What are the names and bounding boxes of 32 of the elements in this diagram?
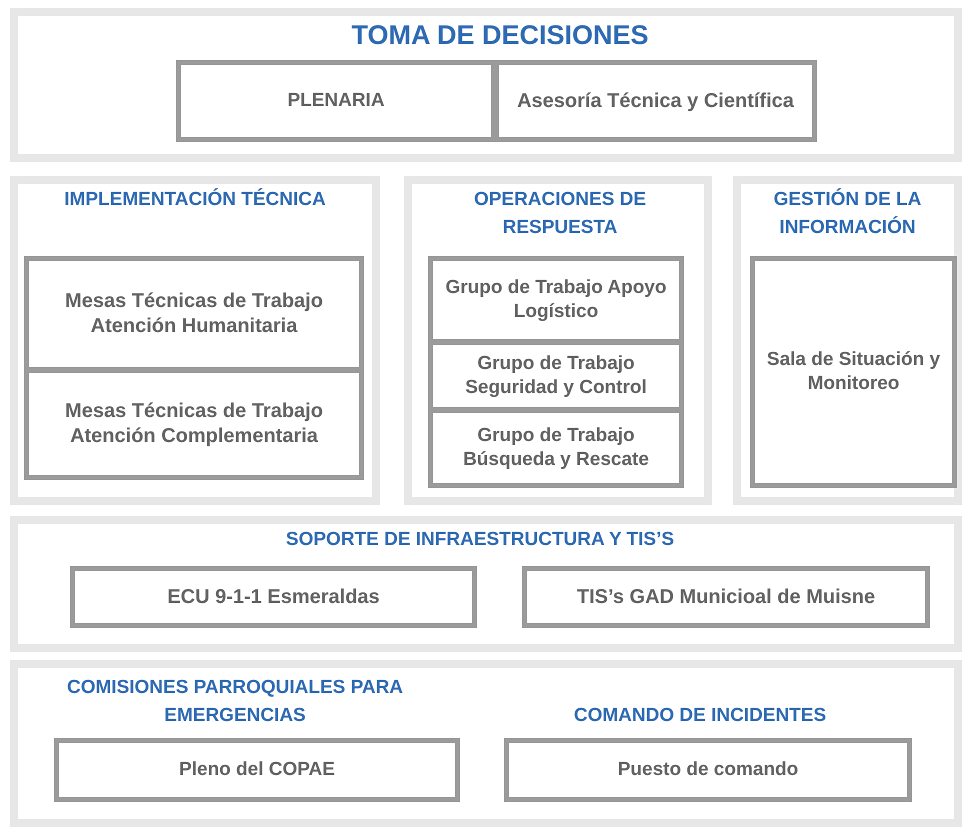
unit-label: Grupo de Trabajo Búsqueda y Rescate — [462, 424, 650, 472]
unit-label: Asesoría Técnica y Científica — [516, 88, 795, 114]
unit-label: ECU 9-1-1 Esmeraldas — [166, 584, 381, 610]
section-heading: GESTIÓN DE LA INFORMACIÓN — [772, 187, 922, 240]
section-heading: TOMA DE DECISIONES — [350, 19, 650, 52]
section-heading: COMISIONES PARROQUIALES PARA EMERGENCIAS — [66, 676, 404, 728]
unit-label: Sala de Situación y Monitoreo — [766, 348, 942, 396]
unit-box — [504, 738, 912, 802]
section-heading: OPERACIONES DE RESPUESTA — [472, 188, 648, 240]
section-heading: COMANDO DE INCIDENTES — [572, 704, 828, 728]
unit-label: Puesto de comando — [616, 758, 800, 782]
unit-box — [70, 566, 477, 628]
unit-box — [54, 738, 460, 802]
section-panel — [404, 176, 712, 505]
unit-label: Mesas Técnicas de Trabajo Atención Humanitaria — [64, 289, 324, 339]
unit-label: Pleno del COPAE — [178, 758, 336, 782]
unit-box — [522, 566, 930, 628]
unit-label: TIS’s GAD Municioal de Muisne — [576, 584, 876, 610]
section-heading: IMPLEMENTACIÓN TÉCNICA — [63, 187, 327, 212]
unit-box — [494, 60, 817, 142]
section-panel — [10, 660, 962, 827]
section-heading: SOPORTE DE INFRAESTRUCTURA Y TIS’S — [284, 528, 676, 552]
unit-box — [750, 256, 957, 488]
unit-label: Grupo de Trabajo Seguridad y Control — [464, 352, 648, 400]
section-panel — [733, 176, 962, 505]
unit-label: Grupo de Trabajo Apoyo Logístico — [444, 276, 668, 324]
unit-label: PLENARIA — [286, 89, 386, 113]
unit-label: Mesas Técnicas de Trabajo Atención Complementaria — [64, 399, 324, 449]
section-panel — [10, 8, 962, 162]
section-panel — [10, 176, 380, 505]
section-panel — [10, 516, 962, 652]
unit-box — [176, 60, 496, 142]
